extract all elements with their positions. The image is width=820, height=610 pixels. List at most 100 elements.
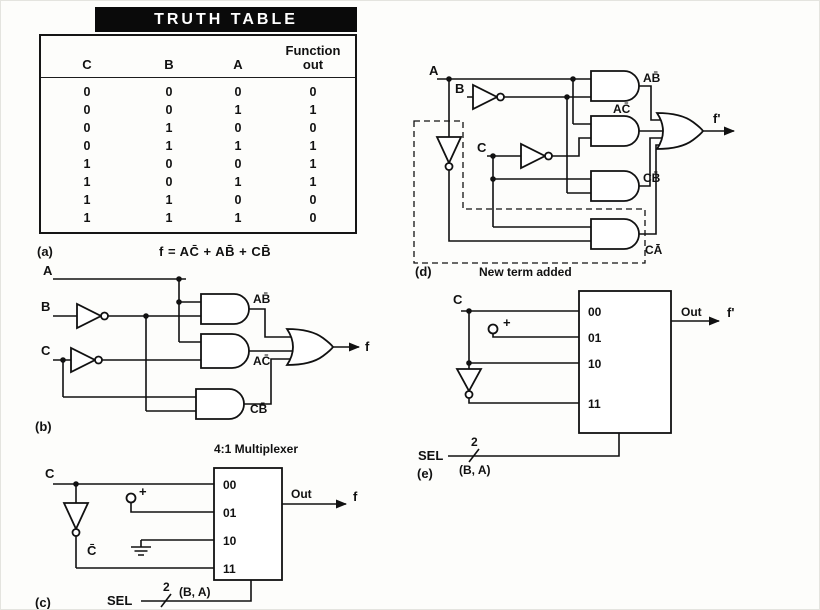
mux-port-00: 00 [588,305,602,319]
tt-header-c: C [82,57,92,72]
wire-e-logic1 [492,333,579,338]
wire-d-and3-to-or [639,137,667,187]
tt-cell: 0 [83,121,91,135]
bus-signals-label: (B, A) [459,463,491,477]
junction-dot [466,360,472,366]
wire-d-input-b [467,96,591,194]
inverter-gate-b2 [472,83,500,111]
wire-c-select-bus [141,580,252,602]
output-fprime-label: f' [713,111,720,126]
mux-e-box [578,290,672,434]
truth-table-title: TRUTH TABLE [95,7,357,32]
panel-b-label: (b) [35,419,52,434]
mux-e-symbols [455,290,672,434]
inverter-gate-mux-e [455,368,483,393]
inverter-bubble [544,151,553,161]
tt-cell: 0 [309,211,317,225]
tt-header-b: B [164,57,174,72]
junction-dot [570,76,576,82]
plus-label: + [139,484,147,499]
tt-cell: 1 [83,175,91,189]
tt-cell: 1 [83,157,91,171]
inverter-bubble [444,162,454,171]
function-equation: f = AC̄ + AB̄ + CB̄ [159,244,272,259]
mux-c-box [213,467,283,581]
input-c-label: C [45,466,55,481]
junction-dot [490,176,496,182]
gate-label-cb: CB̄ [250,402,268,416]
tt-cell: 1 [165,211,173,225]
inverter-gate-mux-c [62,502,90,532]
input-c-label: C [453,292,463,307]
panel-d-label: (d) [415,264,432,279]
tt-cell: 1 [309,103,317,117]
circuit-b-labels: A B C AB̄ AC̄ CB̄ f (b) [35,263,370,434]
and-gate-ab [200,293,250,325]
tt-header-a: A [233,57,243,72]
tt-header-out: Function out [285,43,341,72]
truth-table: TRUTH TABLE C B A Function out 0 0 0 0 0… [39,7,357,234]
tt-cell: 0 [309,193,317,207]
new-term-note: New term added [479,265,572,279]
wire-e-input-c [461,310,579,369]
circuit-b-gates [70,293,335,420]
panel-a-label: (a) [37,244,53,259]
input-c-label: C [41,343,51,358]
wire-d-abar-new [448,170,591,242]
new-term-dashed-box [413,120,646,264]
tt-cell: 1 [234,211,242,225]
gate-label-ab: AB̄ [253,292,271,306]
junction-dot [143,313,149,319]
tt-cell: 0 [165,157,173,171]
output-f-label: f [365,339,370,354]
and-gate-ac [200,333,250,369]
bus-width-label: 2 [163,580,170,594]
logic-high-source [487,323,499,335]
out-signal-f: f [353,489,358,504]
tt-cell: 0 [234,121,242,135]
circuit-d-labels: A B C AB̄ AC̄ CB̄ CĀ f' New term added … [415,63,720,279]
or-gate-d [655,112,705,150]
gate-label-ac: AC̄ [613,102,631,116]
bus-slash-c [160,593,172,608]
junction-dot [176,299,182,305]
wire-e-cbar [468,398,579,404]
bus-signals-label: (B, A) [179,585,211,599]
truth-table-rows: 0 0 0 0 0 0 1 1 0 1 0 0 0 1 1 1 1 0 0 1 [41,78,355,227]
tt-cell: 1 [309,139,317,153]
mux-c-labels: 4:1 Multiplexer C C̄ + 00 01 10 11 Out f… [35,442,358,609]
mux-port-01: 01 [588,331,602,345]
wire-d-input-a [437,78,591,137]
mux-c-symbols [62,467,283,581]
circuit-d-wires [437,78,667,242]
gate-label-cb: CB̄ [643,171,661,185]
wire-b-input-a [53,278,201,343]
inverter-bubble [94,355,103,365]
junction-dot [490,153,496,159]
inverter-gate-c [70,346,98,374]
sel-label: SEL [107,593,132,608]
tt-cell: 0 [83,139,91,153]
inverter-gate-a-new [435,136,463,166]
out-signal-fprime: f' [727,305,734,320]
sel-label: SEL [418,448,443,463]
wire-d-and4-to-or [639,144,667,235]
and-gate-d-ca [590,218,640,250]
tt-cell: 1 [83,211,91,225]
inverter-bubble [496,92,505,102]
and-gate-d-ac [590,115,640,147]
circuit-d-gates [435,70,705,250]
junction-dots [60,76,576,487]
tt-cell: 0 [234,85,242,99]
inverter-gate-b [76,302,104,330]
inverter-bubble [464,390,474,399]
input-a-label: A [429,63,439,78]
cbar-label: C̄ [87,543,97,558]
junction-dot [564,94,570,100]
tt-cell: 0 [309,85,317,99]
plus-label: + [503,315,511,330]
and-gate-d-ab [590,70,640,102]
or-gate-b [285,328,335,366]
